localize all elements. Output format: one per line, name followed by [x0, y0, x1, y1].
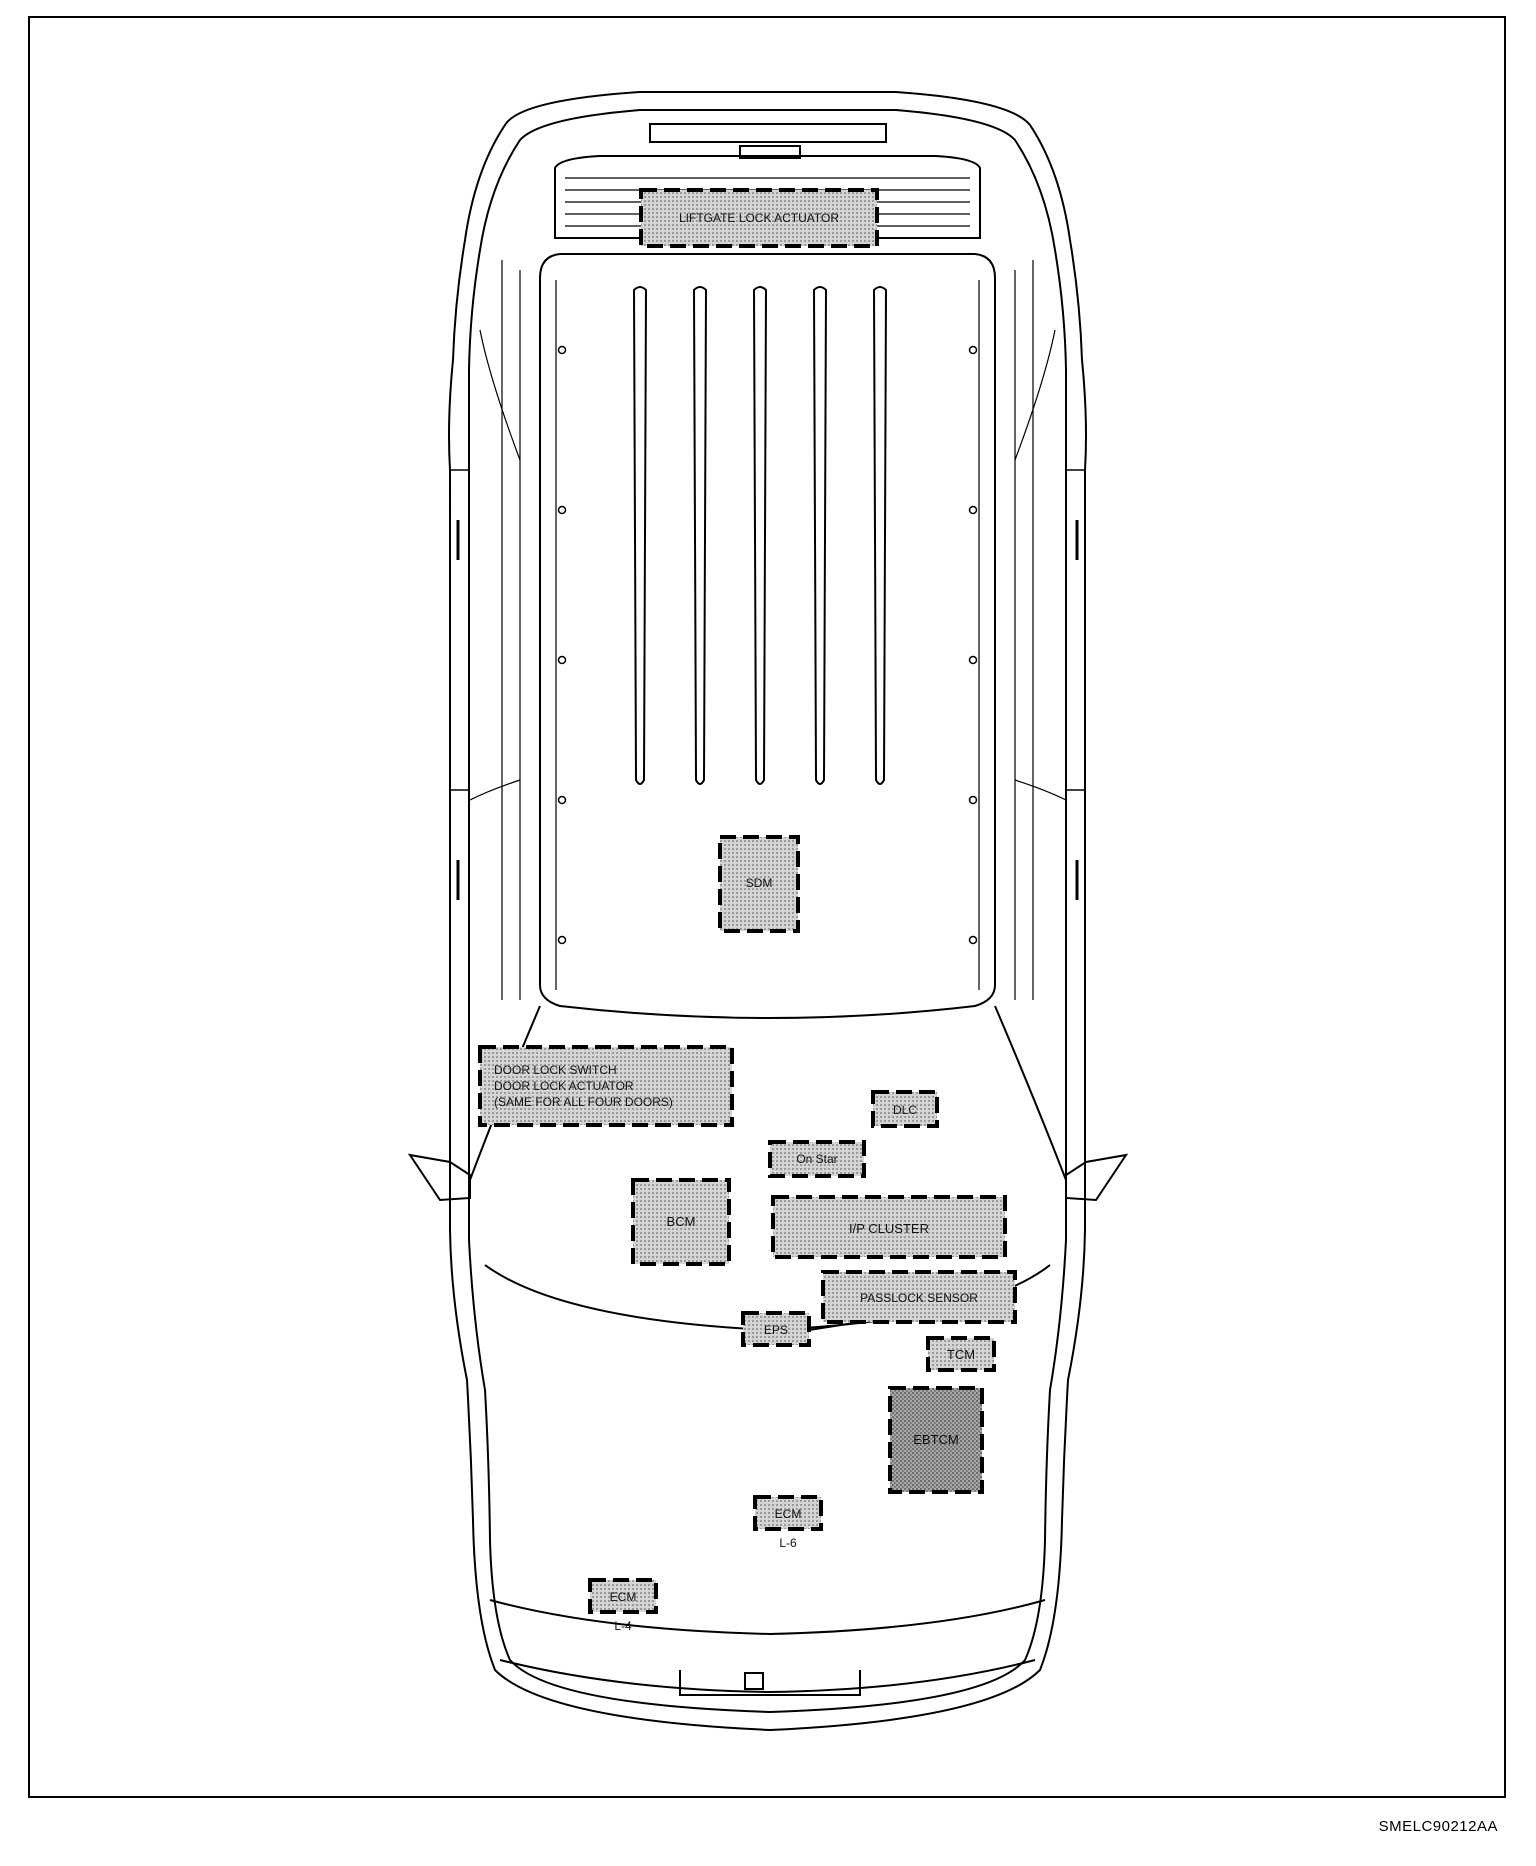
bcm-box [631, 1178, 731, 1266]
liftgate-lock-actuator-label: LIFTGATE LOCK ACTUATOR [679, 211, 839, 225]
dlc-box [871, 1090, 939, 1128]
eps-label: EPS [764, 1323, 788, 1337]
diagram-frame [28, 16, 1506, 1798]
door-lock-note-label: (SAME FOR ALL FOUR DOORS) [494, 1095, 673, 1109]
onstar-box [768, 1140, 866, 1178]
tcm-box [926, 1336, 996, 1372]
passlock-sensor-box [821, 1270, 1017, 1324]
door-lock-box [478, 1045, 734, 1127]
ecm-l6-label: ECM [775, 1507, 802, 1521]
roof-ribs [632, 286, 888, 785]
sdm-box [718, 835, 800, 933]
rail-fasteners [557, 345, 978, 945]
ecm-l4-engine-note: L-4 [614, 1619, 632, 1633]
ecm-l6-box [753, 1495, 823, 1531]
ebtcm-box [888, 1386, 984, 1494]
liftgate-lock-actuator-box [639, 188, 879, 248]
door-lock-switch-label: DOOR LOCK SWITCH [494, 1063, 617, 1077]
ecm-l4-box [588, 1578, 658, 1614]
ecm-l6-engine-note: L-6 [779, 1536, 797, 1550]
sdm-label: SDM [746, 876, 773, 890]
tcm-label: TCM [947, 1347, 975, 1362]
onstar-label: On Star [796, 1152, 837, 1166]
ip-cluster-box [771, 1195, 1007, 1259]
dlc-label: DLC [893, 1103, 917, 1117]
passlock-sensor-label: PASSLOCK SENSOR [860, 1291, 978, 1305]
bcm-label: BCM [667, 1214, 696, 1229]
eps-passlock-leader [808, 1321, 861, 1331]
ip-cluster-label: I/P CLUSTER [849, 1221, 929, 1236]
door-lock-actuator-label: DOOR LOCK ACTUATOR [494, 1079, 634, 1093]
figure-code: SMELC90212AA [1378, 1818, 1498, 1835]
ecm-l4-label: ECM [610, 1590, 637, 1604]
ebtcm-label: EBTCM [913, 1432, 959, 1447]
